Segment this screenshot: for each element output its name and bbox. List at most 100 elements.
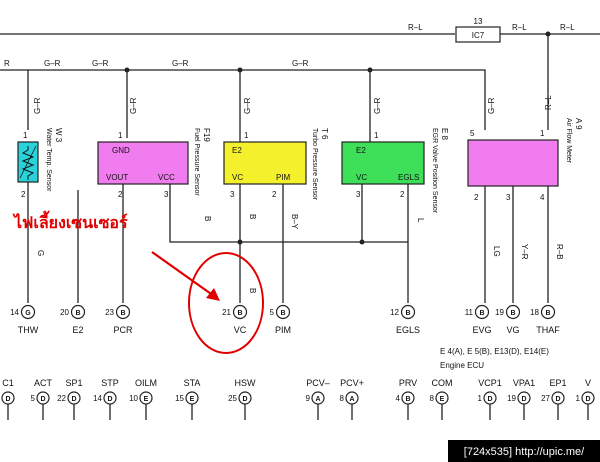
bottom-terminal-v-name: V [585,378,591,388]
annotation-circle [188,252,264,354]
egr-pin-2: 2 [400,190,405,199]
ecu-terminal-egls-letter: B [405,310,410,317]
bottom-terminal-stp-name: STP [101,378,119,388]
bottom-terminal-row: C1 D ACT D 5 SP1 D 22 STP D 14 OILM E 10… [1,378,595,420]
airflow-name: Air Flow Meter [565,118,572,164]
airflow-pin-2: 2 [474,193,479,202]
ecu-terminal-pcr-letter: B [120,310,125,317]
egr-pin-3: 3 [356,190,361,199]
bottom-terminal-oilm-name: OILM [135,378,157,388]
water-pin-2: 2 [21,190,26,199]
bottom-terminal-prv-letter: B [405,396,410,403]
fuel-pressure-sensor: GND VOUT VCC 1 2 3 F19 Fuel Pressure Sen… [97,128,408,303]
relay-number: 13 [474,17,483,26]
fuel-label-gnd: GND [112,146,130,155]
bottom-terminal-act-letter: D [40,396,45,403]
wire-label-gr-3: G–R [172,59,189,68]
turbo-label-pim: PIM [276,173,291,182]
bottom-terminal-pcv-minus-num: 9 [306,394,311,403]
ecu-terminal-vg[interactable] [505,304,521,320]
wire-label-g: G [36,250,45,256]
ecu-terminal-evg-letter: B [479,310,484,317]
ecu-terminal-egls[interactable] [400,304,416,320]
turbo-label-e2: E2 [232,146,242,155]
bottom-terminal-ep1-num: 27 [541,394,550,403]
bottom-terminal-vcp1-name: VCP1 [478,378,502,388]
footer-text[interactable]: [724x535] http://upic.me/ [464,446,585,458]
wire-label-by: B–Y [290,214,299,230]
ecu-terminal-thw[interactable] [20,304,36,320]
turbo-pin-1: 1 [244,131,249,140]
bottom-terminal-hsw-letter: D [242,396,247,403]
ecu-terminal-e2-num: 20 [60,308,69,317]
fuel-sensor-code: F19 [202,128,211,142]
bottom-terminal-vpa1-name: VPA1 [513,378,535,388]
wire-label-gr-4: G–R [292,59,309,68]
water-pin-1: 1 [23,131,28,140]
egr-label-e2: E2 [356,146,366,155]
airflow-pin-4: 4 [540,193,545,202]
wire-label-drop-gr-2: G–R [129,97,138,114]
ecu-terminal-evg[interactable] [474,304,490,320]
bottom-terminal-act-num: 5 [31,394,36,403]
airflow-pin-5: 5 [470,129,475,138]
bottom-terminal-hsw-num: 25 [228,394,237,403]
ecu-terminal-vc-letter: B [237,310,242,317]
fuel-label-vcc: VCC [158,173,175,182]
bottom-terminal-com-letter: E [440,396,445,403]
ecu-name: Engine ECU [440,361,484,370]
ecu-terminal-pim-name: PIM [275,325,291,335]
egr-label-egls: EGLS [398,173,419,182]
annotation-arrow [151,251,215,297]
bottom-terminal-ep1-letter: D [555,396,560,403]
bottom-terminal-pcv-minus-name: PCV– [306,378,330,388]
wire-label-gr-2: G–R [92,59,109,68]
ecu-terminal-pim[interactable] [275,304,291,320]
ecu-terminal-vg-num: 19 [495,308,504,317]
ecu-terminal-e2-letter: B [75,310,80,317]
wire-label-b-2: B [248,214,257,219]
ecu-terminal-thw-name: THW [18,325,39,335]
bottom-terminal-pcv-minus-letter: A [315,396,320,403]
ecu-terminal-e2[interactable] [70,304,86,320]
wire-label-rl-drop: R–L [544,95,553,110]
gr-bus: R G–R G–R G–R G–R G–R G–R G–R G–R G–R [0,59,496,142]
ecu-terminal-thaf[interactable] [540,304,556,320]
egr-position-sensor: E2 VC EGLS 1 3 2 E 8 EGR Valve Position … [341,128,449,303]
ecu-terminal-pcr-name: PCR [113,325,133,335]
ecu-terminal-pcr[interactable] [115,304,131,320]
bottom-terminal-vcp1-num: 1 [478,394,483,403]
ecu-terminal-thw-letter: G [25,310,31,317]
bottom-terminal-sta-letter: E [190,396,195,403]
air-flow-meter-body [467,139,559,187]
turbo-label-vc: VC [232,173,243,182]
wire-label-rl-1: R–L [408,23,423,32]
turbo-sensor-code: T 6 [320,128,329,140]
bottom-terminal-ep1-name: EP1 [549,378,566,388]
bottom-terminal-oilm-letter: E [144,396,149,403]
bottom-terminal-vpa1-letter: D [521,396,526,403]
ecu-terminal-pim-letter: B [280,310,285,317]
air-flow-meter: 5 1 2 3 4 A 9 Air Flow Meter LG Y–R R–B [467,118,583,303]
ecu-terminal-e2-name: E2 [72,325,83,335]
ecu-terminal-vc[interactable] [232,304,248,320]
wire-label-rl-2: R–L [512,23,527,32]
bottom-terminal-oilm-num: 10 [129,394,138,403]
bottom-terminal-v-num: 1 [576,394,581,403]
wire-label-drop-gr-5: G–R [487,97,496,114]
annotation: ไฟเลี้ยงเซนเซอร์ [12,210,264,354]
ecu-terminal-evg-num: 11 [465,308,474,317]
egr-sensor-body [341,141,425,185]
footer-background [448,440,600,462]
bottom-terminal-stp-letter: D [107,396,112,403]
wire-label-b-3: B [248,288,257,293]
bottom-terminal-sp1-name: SP1 [65,378,82,388]
turbo-pin-2: 2 [272,190,277,199]
bottom-terminal-c1-letter: D [5,396,10,403]
bottom-terminal-c1-name: C1 [2,378,14,388]
wire-label-l: L [416,218,425,223]
bottom-terminal-v-letter: D [585,396,590,403]
wire-label-rb: R–B [555,244,564,260]
fuel-sensor-name: Fuel Pressure Sensor [193,128,200,196]
